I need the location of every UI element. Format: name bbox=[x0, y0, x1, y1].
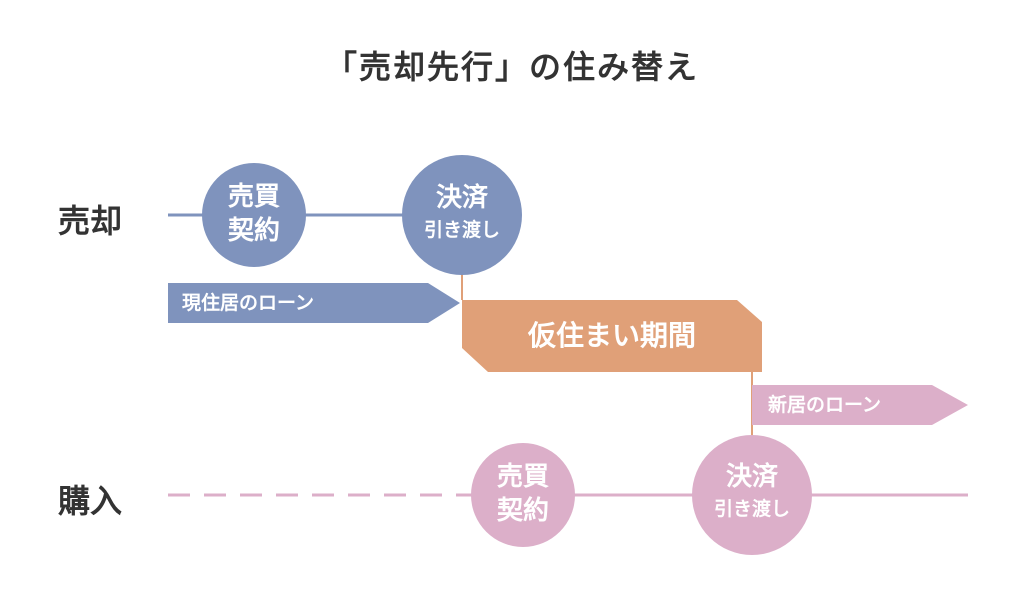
new-loan-arrow bbox=[752, 385, 968, 425]
current-loan-arrow bbox=[168, 283, 460, 323]
current-loan-label: 現住居のローン bbox=[182, 292, 315, 314]
page-title: 「売却先行」の住み替え bbox=[324, 48, 699, 86]
sale-settlement-line1: 決済 bbox=[435, 183, 488, 213]
purchase-contract-label: 売買 契約 bbox=[471, 460, 575, 528]
sale-contract-line1: 売買 bbox=[227, 182, 280, 212]
purchase-settlement-circle bbox=[692, 435, 812, 555]
purchase-settlement-line1: 決済 bbox=[725, 462, 778, 492]
sale-contract-label: 売買 契約 bbox=[202, 180, 306, 248]
sale-settlement-line2: 引き渡し bbox=[423, 219, 500, 241]
row-label-sale: 売却 bbox=[58, 202, 123, 240]
purchase-settlement-line2: 引き渡し bbox=[713, 498, 790, 520]
row-label-purchase: 購入 bbox=[58, 482, 123, 520]
purchase-settlement-label: 決済 引き渡し bbox=[692, 459, 812, 523]
temporary-period-label: 仮住まい期間 bbox=[527, 319, 696, 352]
sale-contract-line2: 契約 bbox=[227, 216, 280, 246]
purchase-contract-line1: 売買 bbox=[496, 462, 549, 492]
sale-contract-circle bbox=[202, 163, 306, 267]
new-loan-label: 新居のローン bbox=[768, 394, 882, 416]
purchase-contract-circle bbox=[471, 443, 575, 547]
temporary-period-bar bbox=[462, 300, 762, 372]
sale-settlement-circle bbox=[402, 155, 522, 275]
purchase-contract-line2: 契約 bbox=[496, 496, 549, 526]
sale-settlement-label: 決済 引き渡し bbox=[402, 180, 522, 244]
